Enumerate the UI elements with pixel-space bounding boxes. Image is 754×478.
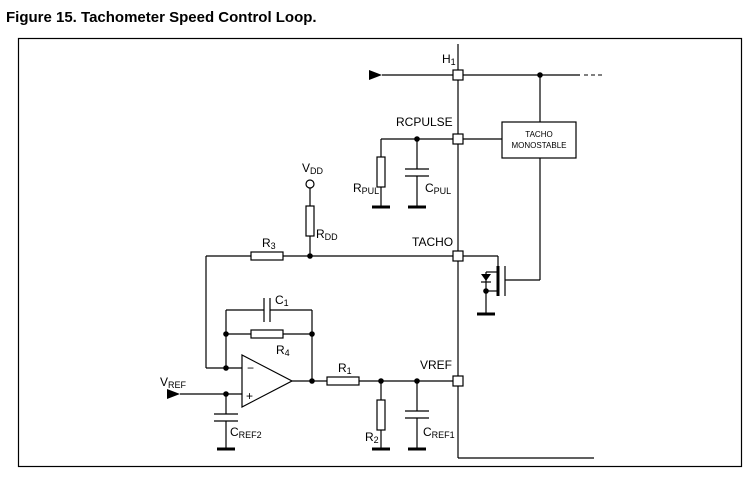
tacho-monostable-box	[501, 121, 577, 159]
h1-pin	[452, 69, 464, 81]
rdd-label: RDD	[316, 227, 338, 242]
rcpulse-pin	[452, 133, 464, 145]
opamp-output-junction	[309, 378, 315, 384]
tacho-junction	[307, 253, 313, 259]
source-junction	[483, 288, 489, 294]
tacho-label: TACHO	[412, 235, 453, 249]
opamp	[241, 354, 294, 408]
c1-label: C1	[275, 293, 289, 308]
r3-label: R3	[262, 236, 276, 251]
vref-input-label: VREF	[160, 375, 187, 390]
cpul-label: CPUL	[425, 181, 451, 196]
r3-resistor	[250, 251, 284, 261]
h1-input-arrow	[369, 70, 382, 80]
rpul-label: RPUL	[353, 181, 379, 196]
vref-pin	[452, 375, 464, 387]
tacho-box-label-2: MONOSTABLE	[512, 141, 567, 150]
r1-label: R1	[338, 361, 352, 376]
rcpulse-label: RCPULSE	[396, 115, 453, 129]
figure-frame	[17, 37, 743, 468]
tacho-box-label-1: TACHO	[525, 130, 552, 139]
rdd-resistor	[305, 205, 315, 237]
tacho-pin	[452, 250, 464, 262]
r4-resistor	[250, 329, 284, 339]
r2-resistor	[376, 399, 386, 431]
opamp-plus-sign: +	[246, 389, 253, 403]
vdd-label: VDD	[302, 161, 324, 176]
vref-pin-label: VREF	[420, 358, 452, 372]
rpul-resistor	[376, 156, 386, 188]
body-diode	[481, 274, 491, 281]
vref-input-arrow	[167, 389, 180, 399]
h1-label: H1	[442, 52, 456, 67]
r1-resistor	[326, 376, 360, 386]
r2-label: R2	[365, 430, 379, 445]
opamp-minus-sign: −	[247, 361, 254, 375]
cref1-label: CREF1	[423, 425, 455, 440]
vdd-terminal	[305, 179, 315, 189]
figure-title: Figure 15. Tachometer Speed Control Loop…	[6, 9, 317, 26]
cref2-label: CREF2	[230, 425, 262, 440]
r4-label: R4	[276, 343, 290, 358]
